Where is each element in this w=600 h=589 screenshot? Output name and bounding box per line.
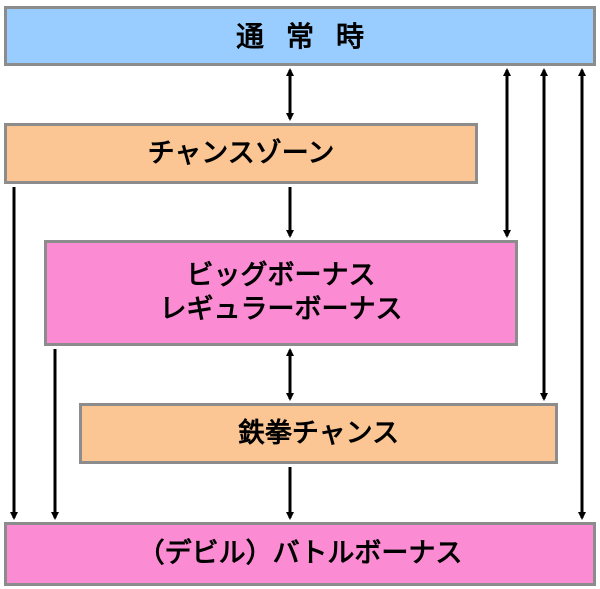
chance-zone-box: チャンスゾーン [4, 123, 478, 184]
tekken-chance-label: 鉄拳チャンス [237, 417, 400, 449]
battle-bonus-box: （デビル）バトルボーナス [4, 522, 596, 586]
big-bonus-label: ビッグボーナス [186, 260, 376, 292]
chance-zone-label: チャンスゾーン [147, 137, 335, 169]
normal-state-box: 通常時 [4, 6, 596, 66]
regular-bonus-label: レギュラーボーナス [159, 294, 403, 325]
normal-state-label: 通常時 [235, 19, 386, 53]
tekken-chance-box: 鉄拳チャンス [79, 403, 558, 464]
bonus-box: ビッグボーナス レギュラーボーナス [44, 240, 518, 346]
battle-bonus-label: （デビル）バトルボーナス [137, 538, 463, 570]
